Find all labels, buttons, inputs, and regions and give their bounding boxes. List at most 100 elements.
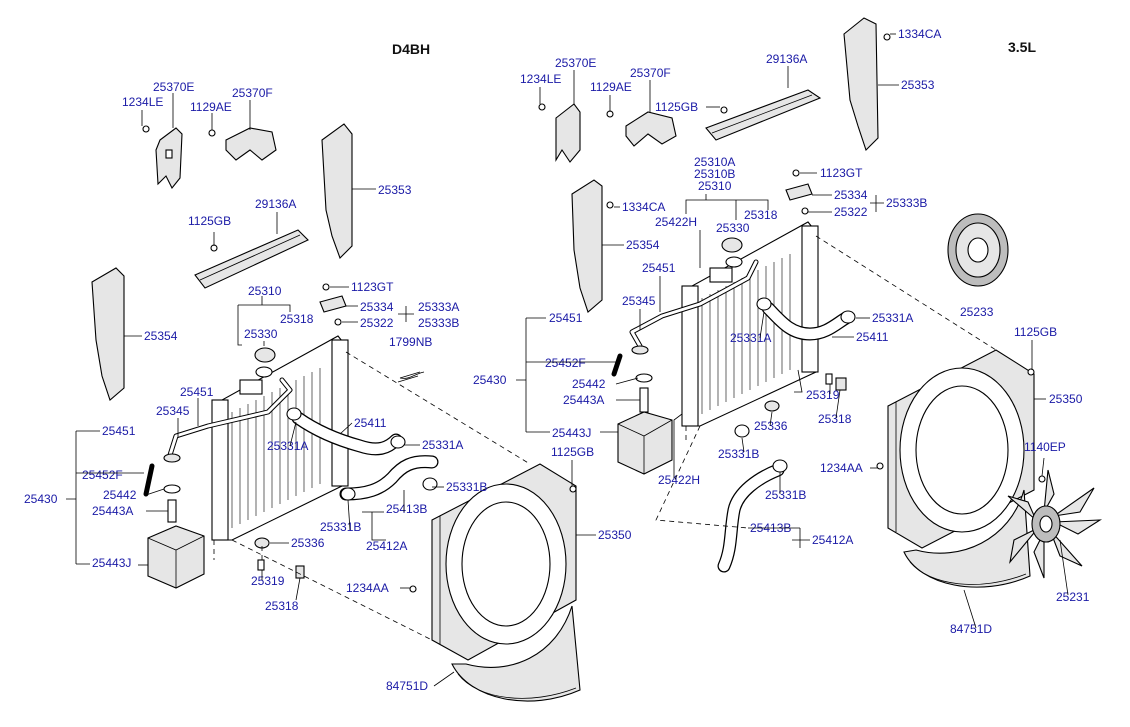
reservoir-tank-right (617, 411, 673, 475)
rlabel-25350: 25350 (1049, 392, 1083, 406)
label-25443a: 25443A (92, 504, 133, 518)
reservoir-tank-left (147, 525, 205, 589)
label-25333b: 25333B (418, 316, 459, 330)
label-25354: 25354 (144, 329, 178, 343)
radiator-core-right (681, 221, 819, 427)
label-1129ae: 1129AE (190, 100, 232, 114)
radiator-core-left (211, 335, 349, 541)
rlabel-1140ep: 1140EP (1024, 440, 1066, 454)
rlabel-25233: 25233 (960, 305, 994, 319)
fan-clutch-25233 (947, 213, 1009, 287)
bracket-25334-right (785, 169, 813, 215)
rlabel-25411: 25411 (856, 330, 889, 344)
rlabel-25333b: 25333B (886, 196, 927, 210)
label-25452f: 25452F (82, 468, 123, 482)
label-25443j: 25443J (92, 556, 131, 570)
rlabel-25322: 25322 (834, 205, 868, 219)
bracket-25370f-right (606, 110, 677, 147)
label-25442: 25442 (103, 488, 137, 502)
rlabel-1129ae: 1129AE (590, 80, 632, 94)
label-25330: 25330 (244, 327, 278, 341)
rlabel-25443a: 25443A (563, 393, 604, 407)
rlabel-25310a: 25310A (694, 155, 735, 169)
label-25353: 25353 (378, 183, 412, 197)
drain-plug-25336-right (764, 400, 780, 412)
label-25331a-2: 25331A (422, 438, 463, 452)
rlabel-25442: 25442 (572, 377, 606, 391)
label-25318-bot: 25318 (265, 599, 299, 613)
label-29136a: 29136A (255, 197, 296, 211)
rlabel-25331b-1: 25331B (718, 447, 759, 461)
air-guard-25353-right (843, 17, 891, 152)
rlabel-1125gb-top: 1125GB (655, 100, 698, 114)
rlabel-25334: 25334 (834, 188, 868, 202)
upper-hose-25411-right (756, 297, 856, 341)
cover-29136a-left (194, 229, 309, 289)
label-25345: 25345 (156, 404, 190, 418)
label-1125gb: 1125GB (188, 214, 231, 228)
bracket-25334-left (319, 283, 347, 326)
label-25430: 25430 (24, 492, 58, 506)
fan-shroud-25350-right (876, 349, 1035, 549)
label-25331b-1: 25331B (446, 480, 487, 494)
rlabel-25331a-2: 25331A (872, 311, 913, 325)
lower-hose-25412a-right (717, 424, 788, 573)
rlabel-25345: 25345 (622, 294, 656, 308)
rlabel-25331b-2: 25331B (765, 488, 806, 502)
label-25411: 25411 (354, 416, 387, 430)
cover-29136a-right (705, 89, 822, 141)
label-1234aa: 1234AA (346, 581, 389, 595)
rlabel-25451-a: 25451 (642, 261, 676, 275)
drain-25319-right (794, 369, 847, 393)
label-25451-a: 25451 (180, 385, 214, 399)
bracket-25370e-right (538, 103, 581, 163)
label-25331b-2: 25331B (320, 520, 361, 534)
upper-hose-25411-left (286, 407, 406, 456)
reservoir-cap-right (611, 345, 653, 413)
label-25350: 25350 (598, 528, 632, 542)
rlabel-25319: 25319 (806, 388, 840, 402)
overflow-hose-25451-left (167, 377, 293, 458)
rlabel-25451-b: 25451 (549, 311, 583, 325)
label-25318-top: 25318 (280, 312, 314, 326)
overflow-hose-25451-right (629, 259, 759, 349)
rlabel-25331a-1: 25331A (730, 331, 771, 345)
label-25370f: 25370F (232, 86, 273, 100)
air-guard-25353-left (321, 123, 353, 259)
lower-shroud-84751d-left (451, 605, 581, 702)
drain-25319-left (257, 559, 305, 579)
rlabel-1334ca-top: 1334CA (898, 27, 941, 41)
rlabel-25370f: 25370F (630, 66, 671, 80)
air-guard-25354-right (571, 179, 614, 313)
rlabel-1234aa: 1234AA (820, 461, 863, 475)
rlabel-25354: 25354 (626, 238, 660, 252)
rlabel-25318: 25318 (818, 412, 852, 426)
label-1123gt: 1123GT (351, 280, 394, 294)
left-leader-lines (66, 93, 596, 687)
rlabel-84751d: 84751D (950, 622, 992, 636)
header-3-5l: 3.5L (1008, 39, 1036, 55)
rlabel-25443j: 25443J (552, 426, 591, 440)
cooling-fan-25231 (1007, 469, 1103, 579)
rlabel-25336: 25336 (754, 419, 788, 433)
rlabel-1125gb: 1125GB (1014, 325, 1057, 339)
rlabel-25412a: 25412A (812, 533, 853, 547)
label-1799nb: 1799NB (389, 335, 432, 349)
rlabel-25310b: 25310B (694, 167, 735, 181)
left-labels: 25370E 1234LE 25370F 1129AE 25353 1125GB… (24, 80, 632, 693)
reservoir-cap-left (143, 453, 181, 523)
label-25331a-1: 25331A (267, 439, 308, 453)
label-25319: 25319 (251, 574, 285, 588)
bracket-25370f-left (208, 127, 277, 161)
label-25333a: 25333A (418, 300, 459, 314)
rlabel-25318-top: 25318 (744, 208, 778, 222)
label-25451-b: 25451 (102, 424, 136, 438)
rlabel-25231: 25231 (1056, 590, 1090, 604)
rlabel-25370e: 25370E (555, 56, 596, 70)
pressure-cap-25330-right (721, 237, 743, 253)
label-25370e: 25370E (153, 80, 194, 94)
rlabel-25430: 25430 (473, 373, 507, 387)
right-leader-lines (516, 33, 1069, 629)
label-25310: 25310 (248, 284, 282, 298)
